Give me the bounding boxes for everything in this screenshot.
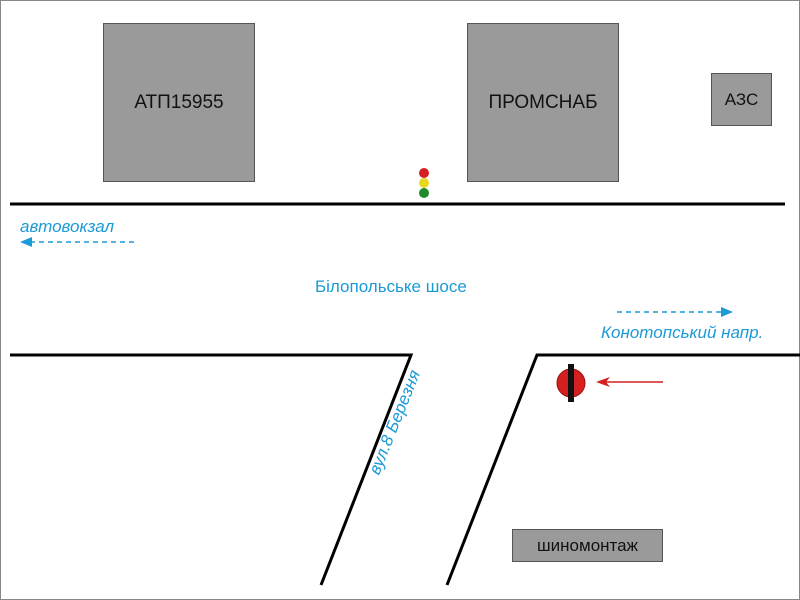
- direction-left-label: автовокзал: [20, 217, 115, 236]
- no-entry-sign-icon: [556, 364, 586, 402]
- arrow-right-dashed: [617, 307, 733, 317]
- building-promsnab: ПРОМСНАБ: [467, 23, 619, 182]
- road-edge-bottom-left: [10, 353, 414, 586]
- building-label: шиномонтаж: [537, 535, 638, 555]
- building-label: АЗС: [724, 89, 759, 109]
- road-name-main: Білопольське шосе: [315, 277, 467, 296]
- direction-right-label: Конотопський напр.: [601, 323, 764, 342]
- building-label: АТП15955: [134, 91, 224, 113]
- traffic-light-icon: [419, 168, 429, 198]
- building-atp: АТП15955: [103, 23, 255, 182]
- building-azs: АЗС: [711, 73, 772, 126]
- building-tire-service: шиномонтаж: [512, 529, 663, 562]
- building-label: ПРОМСНАБ: [488, 91, 598, 113]
- arrow-red-left: [596, 377, 663, 387]
- road-edge-bottom-right: [445, 353, 800, 586]
- arrow-left-dashed: [20, 237, 135, 247]
